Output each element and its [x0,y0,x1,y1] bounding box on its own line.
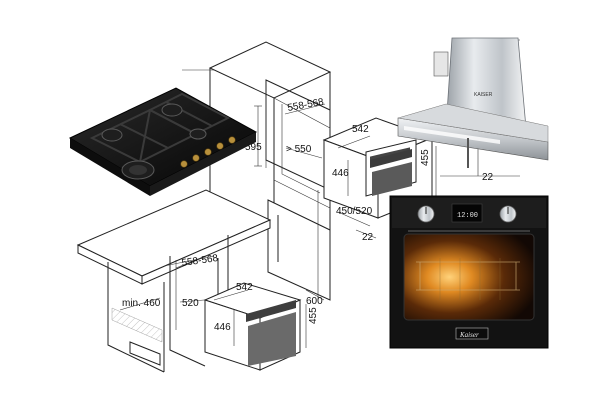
dim-oven-depth-bottom: 542 [236,282,253,293]
dim-min-depth: min. 460 [122,298,161,309]
gas-hob [68,87,258,196]
oven-display [451,203,483,223]
oven-left-knob-icon [417,205,435,223]
oven-display-time: 12:00 [457,212,478,220]
dim-cabinet-height: 595 [245,142,262,153]
hood-brand-label: KAISER [474,92,493,98]
hob-knob-icon [180,136,236,168]
dim-depth-520: 520 [182,298,199,309]
dim-oven-depth-top: 542 [352,124,369,135]
built-in-oven-drawing-lower [203,282,302,371]
dim-shelf-depth: > 550 [286,144,312,155]
dim-oven-front-height-bottom: 455 [308,307,319,324]
oven-brand-label: Kaiser [459,331,479,339]
burner-icon [101,103,207,180]
base-counter-drawing [76,189,272,373]
oven-right-knob-icon [499,205,517,223]
tall-cabinet-drawing [208,41,332,301]
dimension-labels: 558-568 > 550 595 542 446 455 450/520 22… [122,38,518,333]
dim-oven-height: 446 [332,168,349,179]
dim-under-counter-width: 558-568 [181,253,219,269]
dim-hood-clearance-22: 22 [482,172,494,183]
dim-clearance-22-mid: 22 [362,232,374,243]
dim-counter-height-600: 600 [306,296,323,307]
black-oven: 12:00 Kaiser [389,195,549,349]
dim-oven-front-height: 455 [420,149,431,166]
dim-oven-height-bottom: 446 [214,322,231,333]
cooker-hood: KAISER [397,37,549,168]
dim-niche-depth: 450/520 [336,206,373,217]
